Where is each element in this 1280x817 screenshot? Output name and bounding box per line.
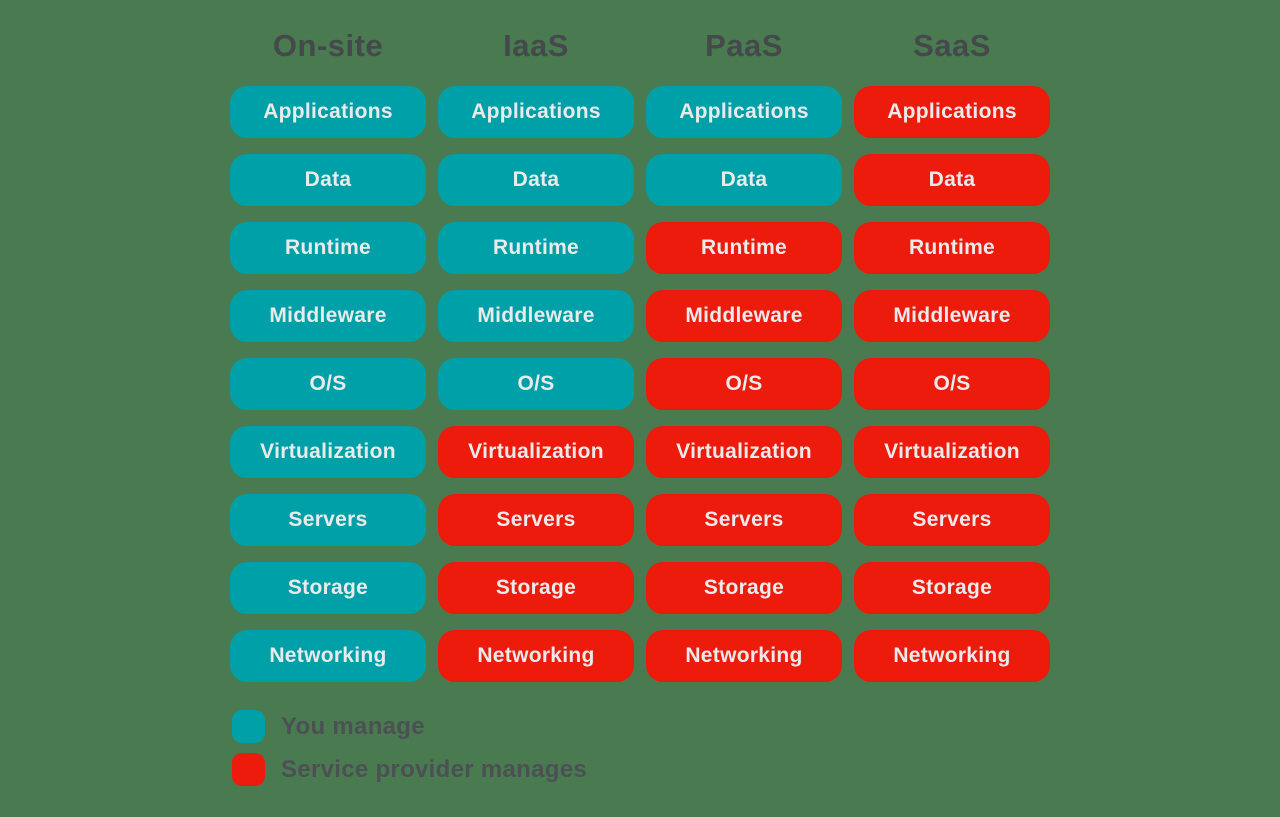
layer-pill-iaas-middleware: Middleware bbox=[438, 290, 634, 342]
layer-pill-on-site-o-s: O/S bbox=[230, 358, 426, 410]
layer-pill-saas-data: Data bbox=[854, 154, 1050, 206]
layer-pill-iaas-o-s: O/S bbox=[438, 358, 634, 410]
layer-pill-iaas-servers: Servers bbox=[438, 494, 634, 546]
legend-swatch-you-icon bbox=[232, 710, 265, 743]
layer-pill-saas-storage: Storage bbox=[854, 562, 1050, 614]
column-header-saas: SaaS bbox=[913, 28, 991, 63]
column-header-paas: PaaS bbox=[705, 28, 783, 63]
layer-pill-on-site-applications: Applications bbox=[230, 86, 426, 138]
layer-pill-iaas-data: Data bbox=[438, 154, 634, 206]
layer-pill-saas-servers: Servers bbox=[854, 494, 1050, 546]
layer-pill-paas-applications: Applications bbox=[646, 86, 842, 138]
layer-pill-on-site-networking: Networking bbox=[230, 630, 426, 682]
layer-pill-paas-runtime: Runtime bbox=[646, 222, 842, 274]
layer-pill-saas-virtualization: Virtualization bbox=[854, 426, 1050, 478]
layer-pill-paas-servers: Servers bbox=[646, 494, 842, 546]
layer-pill-saas-runtime: Runtime bbox=[854, 222, 1050, 274]
layer-pill-on-site-data: Data bbox=[230, 154, 426, 206]
layer-pill-paas-middleware: Middleware bbox=[646, 290, 842, 342]
legend-label: Service provider manages bbox=[281, 755, 588, 783]
layer-pill-saas-networking: Networking bbox=[854, 630, 1050, 682]
layer-pill-on-site-virtualization: Virtualization bbox=[230, 426, 426, 478]
layer-pill-saas-middleware: Middleware bbox=[854, 290, 1050, 342]
layer-pill-paas-networking: Networking bbox=[646, 630, 842, 682]
layer-pill-paas-o-s: O/S bbox=[646, 358, 842, 410]
layer-pill-on-site-runtime: Runtime bbox=[230, 222, 426, 274]
layer-pill-on-site-middleware: Middleware bbox=[230, 290, 426, 342]
layer-pill-paas-virtualization: Virtualization bbox=[646, 426, 842, 478]
legend-item-you-manage: You manage bbox=[232, 710, 587, 743]
layer-pill-on-site-servers: Servers bbox=[230, 494, 426, 546]
layer-pill-paas-data: Data bbox=[646, 154, 842, 206]
layer-pill-iaas-storage: Storage bbox=[438, 562, 634, 614]
legend-label: You manage bbox=[281, 712, 425, 740]
layer-pill-iaas-virtualization: Virtualization bbox=[438, 426, 634, 478]
layer-pill-iaas-applications: Applications bbox=[438, 86, 634, 138]
column-header-iaas: IaaS bbox=[503, 28, 569, 63]
legend-swatch-provider-icon bbox=[232, 753, 265, 786]
layer-pill-iaas-networking: Networking bbox=[438, 630, 634, 682]
column-header-on-site: On-site bbox=[272, 28, 384, 63]
legend-item-service-provider-manages: Service provider manages bbox=[232, 753, 587, 786]
layer-pill-paas-storage: Storage bbox=[646, 562, 842, 614]
layer-pill-iaas-runtime: Runtime bbox=[438, 222, 634, 274]
layer-pill-saas-applications: Applications bbox=[854, 86, 1050, 138]
layer-pill-on-site-storage: Storage bbox=[230, 562, 426, 614]
layer-pill-saas-o-s: O/S bbox=[854, 358, 1050, 410]
